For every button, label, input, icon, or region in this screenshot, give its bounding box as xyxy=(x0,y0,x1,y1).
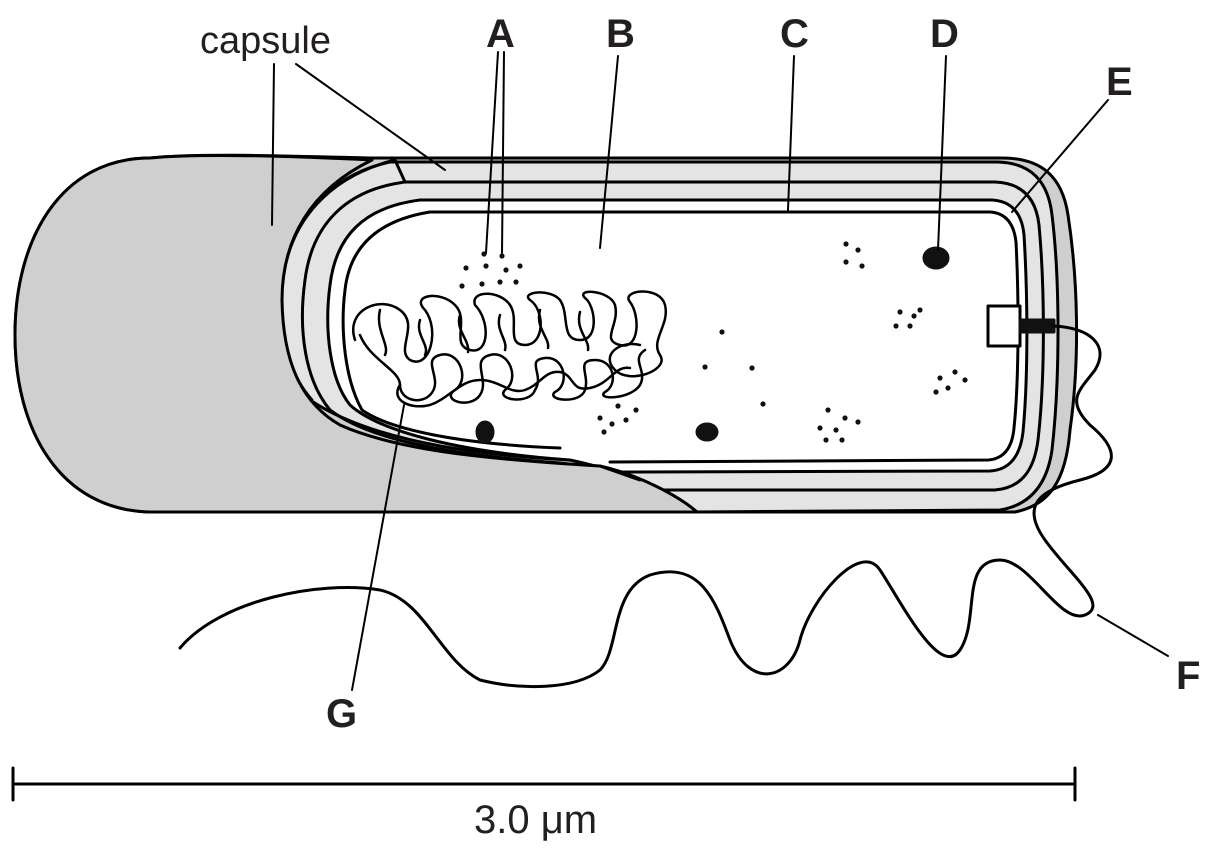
scale-bar xyxy=(13,768,1075,800)
leader-capsule-2 xyxy=(296,64,445,170)
label-f: F xyxy=(1176,656,1200,696)
label-b: B xyxy=(606,14,635,54)
flagellum-basal-body xyxy=(988,306,1020,346)
label-g: G xyxy=(326,694,357,734)
inclusion-granule xyxy=(697,424,717,440)
capsule-label: capsule xyxy=(200,22,331,60)
label-e: E xyxy=(1106,62,1133,102)
label-c: C xyxy=(780,14,809,54)
inclusion-granule xyxy=(477,422,493,442)
scale-bar-label: 3.0 μm xyxy=(474,800,597,840)
label-d: D xyxy=(930,14,959,54)
leader-f xyxy=(1098,615,1168,656)
label-a: A xyxy=(486,14,515,54)
inclusion-granule xyxy=(924,248,948,268)
